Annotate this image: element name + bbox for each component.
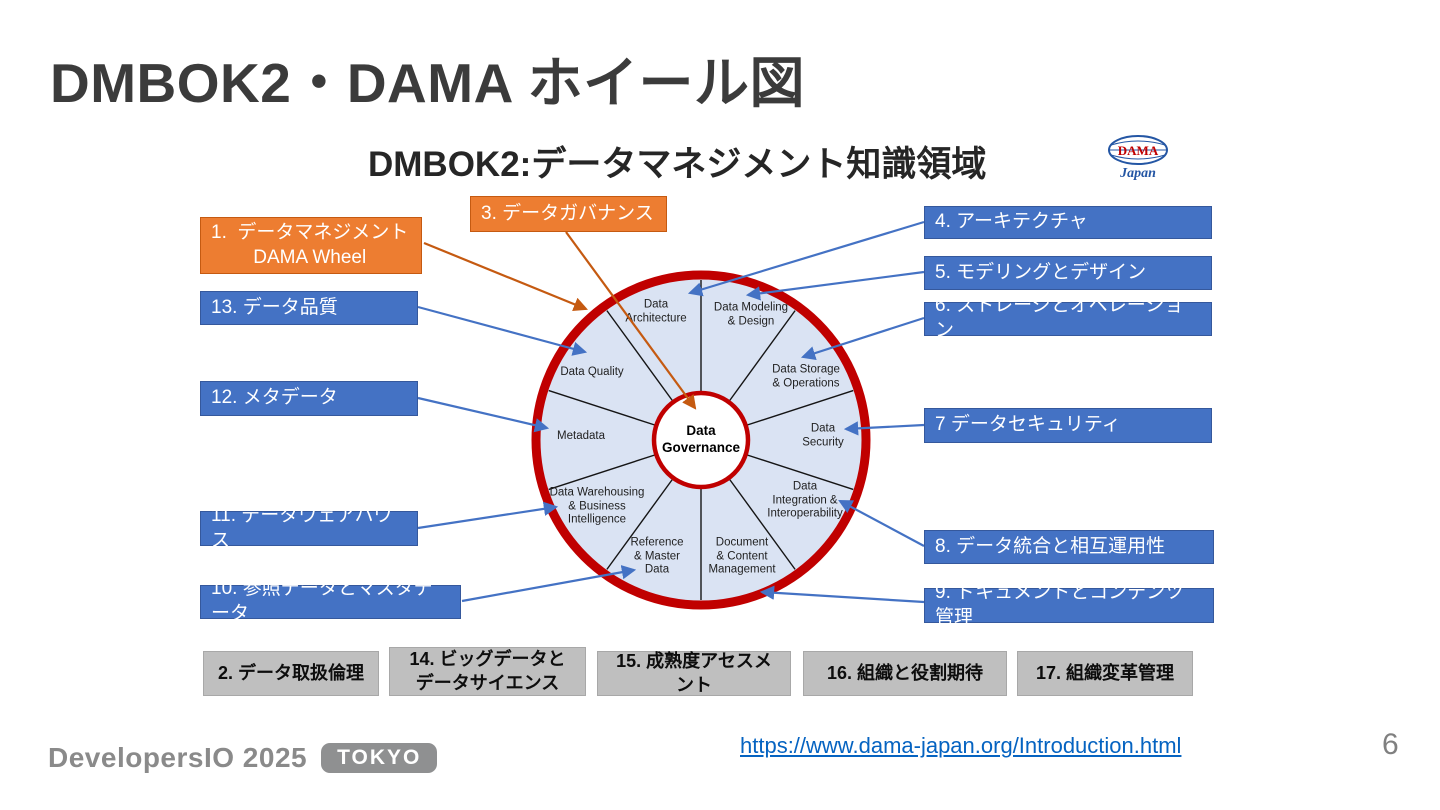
callout-box-2-data-ethics: 2. データ取扱倫理 bbox=[203, 651, 379, 696]
callout-box-11-data-warehouse: 11. データウェアハウス bbox=[200, 505, 418, 551]
callout-box-9-document-content: 9. ドキュメントとコンテンツ管理 bbox=[924, 582, 1214, 628]
globe-icon: DAMA Japan bbox=[1108, 135, 1168, 181]
dama-japan-logo: DAMA Japan bbox=[1106, 134, 1170, 182]
callout-box-12-metadata: 12. メタデータ bbox=[200, 381, 418, 416]
callout-box-17-change-management: 17. 組織変革管理 bbox=[1017, 651, 1193, 696]
developersio-logo: DevelopersIO 2025 bbox=[48, 742, 308, 773]
callout-box-8-data-integration: 8. データ統合と相互運用性 bbox=[924, 530, 1214, 564]
callout-box-3-data-governance: 3. データガバナンス bbox=[470, 196, 667, 232]
page-number: 6 bbox=[1382, 728, 1399, 761]
callout-box-6-storage-operations: 6. ストレージとオペレーション bbox=[924, 295, 1212, 341]
footer-brand: DevelopersIO 2025 TOKYO bbox=[48, 742, 438, 774]
callout-box-10-reference-master: 10. 参照データとマスタデータ bbox=[200, 578, 461, 624]
dama-wheel-diagram: Data Architecture Data Modeling & Design… bbox=[527, 266, 875, 614]
callout-box-7-data-security: 7 データセキュリティ bbox=[924, 408, 1212, 443]
wheel-center-label: Data Governance bbox=[661, 423, 741, 455]
wheel-divider-lines bbox=[548, 280, 854, 600]
callout-box-4-architecture: 4. アーキテクチャ bbox=[924, 206, 1212, 239]
callout-box-1-data-management: 1. データマネジメント DAMA Wheel bbox=[200, 217, 422, 274]
source-link[interactable]: https://www.dama-japan.org/Introduction.… bbox=[740, 733, 1182, 758]
tokyo-badge: TOKYO bbox=[321, 743, 438, 773]
dama-logo-subtext: Japan bbox=[1119, 166, 1156, 181]
wheel-hub bbox=[651, 390, 751, 490]
page-title: DMBOK2・DAMA ホイール図 bbox=[50, 52, 806, 114]
callout-box-16-org-roles: 16. 組織と役割期待 bbox=[803, 651, 1007, 696]
diagram-title: DMBOK2:データマネジメント知識領域 bbox=[368, 145, 987, 184]
dama-logo-text: DAMA bbox=[1118, 143, 1159, 158]
callout-box-14-big-data: 14. ビッグデータと データサイエンス bbox=[389, 647, 586, 696]
callout-box-15-maturity-assessment: 15. 成熟度アセスメント bbox=[597, 651, 791, 696]
callout-box-5-modeling-design: 5. モデリングとデザイン bbox=[924, 256, 1212, 290]
callout-box-13-data-quality: 13. データ品質 bbox=[200, 291, 418, 325]
